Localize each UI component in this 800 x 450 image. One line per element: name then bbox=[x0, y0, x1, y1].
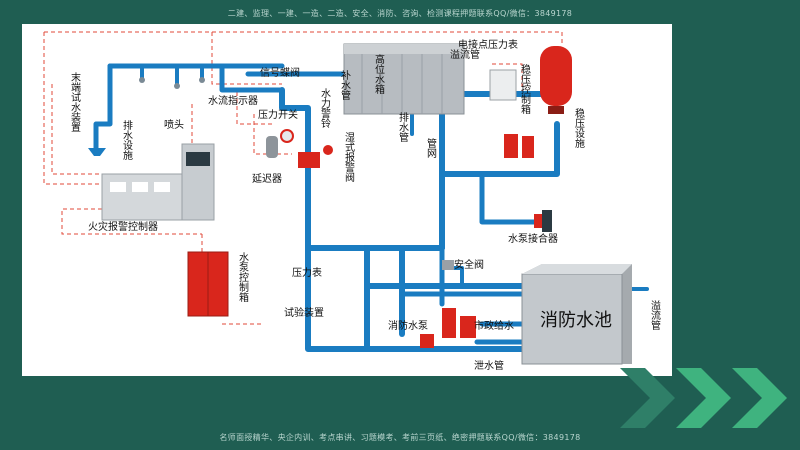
label-sprinkler: 喷头 bbox=[164, 119, 184, 131]
safety-valve-icon bbox=[442, 260, 454, 270]
label-pressure-gauge: 压力表 bbox=[292, 266, 322, 279]
fire-alarm-controller bbox=[101, 143, 215, 221]
sprinkler-heads bbox=[139, 77, 205, 89]
label-refill-pipe: 补水管 bbox=[339, 69, 351, 101]
end-test-device-icon bbox=[88, 148, 106, 156]
label-stab-control-box: 稳压控制箱 bbox=[519, 63, 531, 115]
label-drain-facility: 排水设施 bbox=[121, 119, 133, 161]
label-stab-facility: 稳压设施 bbox=[573, 107, 585, 149]
label-safety-valve: 安全阀 bbox=[454, 258, 484, 271]
signal-lines bbox=[43, 31, 563, 325]
label-wet-alarm-valve: 湿式报警阀 bbox=[343, 132, 355, 183]
label-water-gong: 水力警铃 bbox=[319, 88, 331, 129]
pump-control-box bbox=[187, 251, 229, 317]
stabilizer-control-box bbox=[489, 69, 517, 101]
label-ekg-gauge: 电接点压力表 bbox=[458, 38, 518, 51]
label-end-test: 末端试水装置 bbox=[69, 71, 81, 132]
label-pump-control-box: 水泵控制箱 bbox=[237, 252, 249, 303]
high-level-water-tank bbox=[343, 43, 465, 115]
label-pump-adapter: 水泵接合器 bbox=[508, 232, 558, 245]
label-pressure-switch: 压力开关 bbox=[258, 108, 298, 121]
footer-watermark-text: 名师面授精华、央企内训、考点串讲、习题模考、考前三页纸、绝密押题联系QQ/微信：… bbox=[219, 433, 581, 442]
fire-pool bbox=[521, 264, 632, 365]
label-flow-indicator: 水流指示器 bbox=[208, 94, 258, 107]
pump-adapter-icon bbox=[534, 210, 552, 232]
stabilizer-pumps bbox=[504, 134, 534, 158]
label-discharge-pipe: 泄水管 bbox=[474, 359, 504, 372]
header-watermark-text: 二建、监理、一建、一造、二造、安全、消防、咨询、检测课程押题联系QQ/微信：38… bbox=[227, 9, 573, 18]
wet-alarm-valve-assembly bbox=[266, 129, 333, 168]
label-test-device: 试验装置 bbox=[284, 306, 324, 319]
label-pipe-network: 管网 bbox=[425, 137, 437, 159]
label-fire-pump: 消防水泵 bbox=[388, 319, 428, 332]
label-high-tank: 高位水箱 bbox=[373, 53, 385, 95]
label-overflow-pipe-top: 溢流管 bbox=[450, 48, 480, 61]
label-fire-alarm-controller: 火灾报警控制器 bbox=[88, 220, 158, 233]
label-municipal-supply: 市政给水 bbox=[474, 319, 514, 332]
fire-pumps bbox=[420, 308, 476, 348]
label-overflow-pipe-right: 溢流管 bbox=[649, 299, 661, 331]
label-drain-pipe: 排水管 bbox=[397, 111, 409, 143]
label-delay-device: 延迟器 bbox=[252, 172, 282, 185]
label-fire-pool: 消防水池 bbox=[540, 310, 612, 330]
label-signal-valve: 信号蝶阀 bbox=[260, 66, 300, 79]
fire-sprinkler-system-diagram: 末端试水装置 排水设施 水力警铃 湿式报警阀 补水管 高位水箱 排水管 管网 稳… bbox=[22, 24, 672, 376]
pressure-stabilizing-tank bbox=[540, 46, 572, 114]
